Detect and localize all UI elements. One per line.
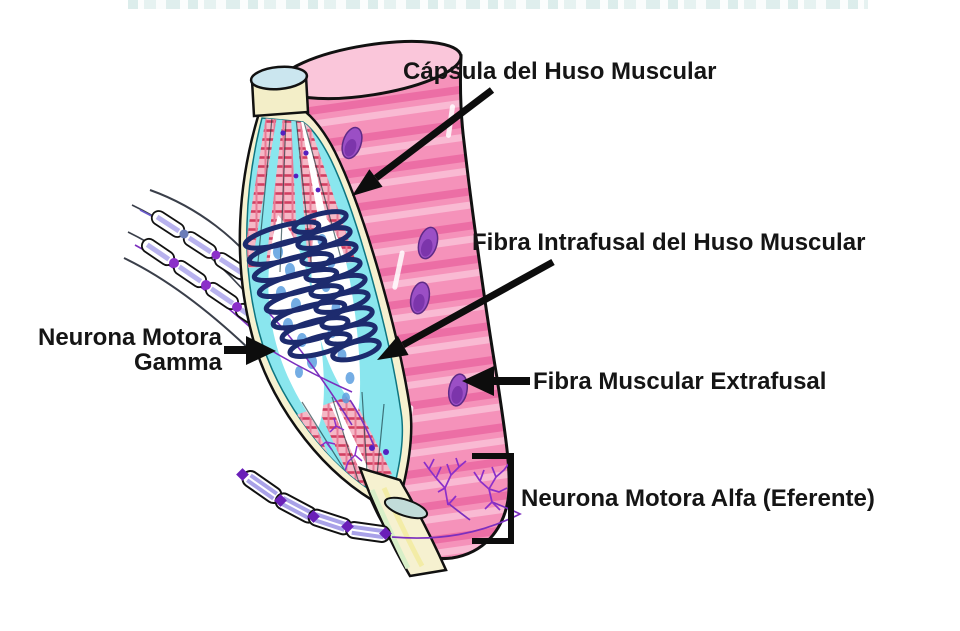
capsula-arrow <box>352 87 495 196</box>
gamma-arrow <box>224 336 276 365</box>
spindle-top-cylinder <box>249 65 310 118</box>
label-gamma-line2: Gamma <box>133 349 222 376</box>
label-gamma: Neurona Motora Gamma <box>28 325 222 375</box>
motor-end-plates <box>423 457 511 511</box>
alfa-bracket <box>472 453 514 544</box>
annulospiral-coil-right <box>291 209 382 363</box>
annulospiral-coil-left <box>242 219 353 359</box>
label-extrafusal: Fibra Muscular Extrafusal <box>533 368 827 395</box>
extrafusal-arrow <box>462 366 530 396</box>
label-alfa: Neurona Motora Alfa (Eferente) <box>521 485 875 512</box>
muscle-spindle <box>238 65 413 509</box>
label-gamma-line1: Neurona Motora <box>37 324 222 351</box>
callouts <box>224 87 555 544</box>
fiber-convergence-lines <box>257 118 385 489</box>
muscle-nuclei <box>341 126 469 407</box>
alpha-motor-axon <box>236 468 522 543</box>
label-capsula: Cápsula del Huso Muscular <box>403 58 717 85</box>
label-intrafusal: Fibra Intrafusal del Huso Muscular <box>472 229 866 256</box>
intrafusal-arrow <box>377 258 555 360</box>
cropped-title-remnant <box>128 0 868 9</box>
myelinated-axon-chain-a <box>150 210 250 281</box>
